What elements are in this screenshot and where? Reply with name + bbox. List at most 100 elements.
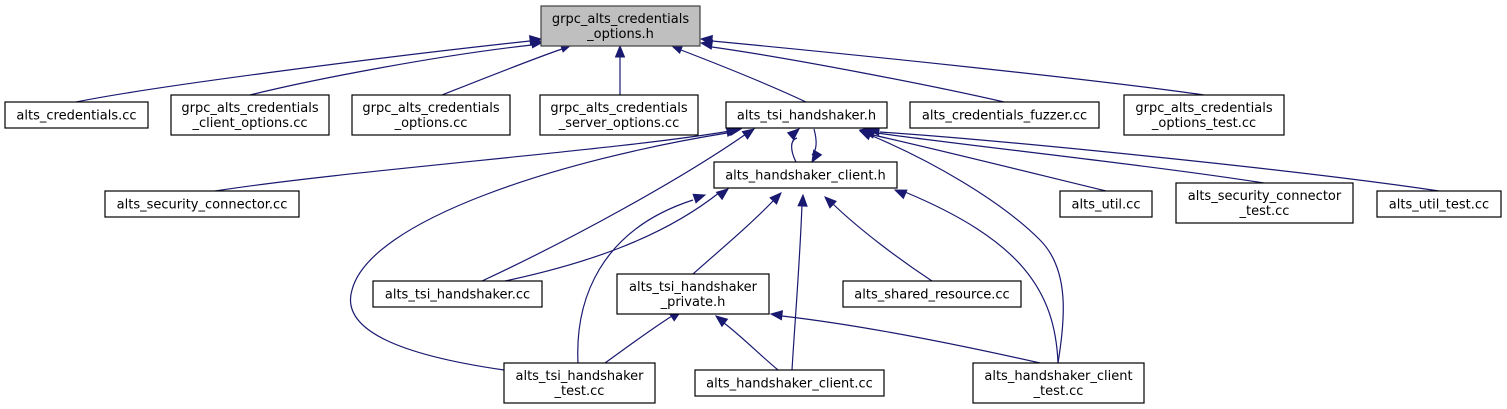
arrowhead-icon: [741, 128, 756, 140]
node-label: _options_test.cc: [1151, 116, 1256, 131]
edge-line: [249, 44, 533, 96]
edge-n_util_test_cc-to-n_tsi_handshaker_h: [866, 125, 1440, 192]
node-label: alts_shared_resource.cc: [854, 288, 1009, 303]
node-box[interactable]: [540, 5, 701, 47]
graph-node[interactable]: alts_tsi_handshaker.cc: [372, 280, 543, 308]
node-box[interactable]: [503, 362, 656, 404]
edge-n_util_cc-to-n_tsi_handshaker_h: [861, 128, 1107, 192]
edge-n_tsi_handshaker_test_cc-to-n_tsi_handshaker_h: [349, 126, 740, 371]
node-box[interactable]: [4, 101, 149, 129]
node-box[interactable]: [351, 94, 511, 136]
edge-n_security_connector_cc-to-n_tsi_handshaker_h: [214, 125, 743, 192]
edge-n_handshaker_client_h-to-n_tsi_handshaker_h: [786, 128, 801, 163]
node-box[interactable]: [616, 273, 770, 315]
node-box[interactable]: [1175, 182, 1354, 224]
node-label: alts_tsi_handshaker.h: [737, 109, 876, 124]
edge-line: [75, 40, 531, 103]
edge-n_tsi_handshaker_cc-to-n_handshaker_client_h: [504, 188, 730, 282]
arrowhead-icon: [811, 149, 823, 164]
arrowhead-icon: [530, 38, 545, 49]
node-box[interactable]: [372, 280, 543, 308]
graph-node[interactable]: alts_shared_resource.cc: [842, 280, 1022, 308]
edge-line: [879, 131, 1440, 192]
graph-node[interactable]: alts_security_connector_test.cc: [1175, 182, 1354, 224]
edge-line: [711, 40, 1205, 96]
node-box[interactable]: [909, 101, 1100, 129]
node-box[interactable]: [694, 369, 885, 397]
edge-line: [481, 133, 747, 282]
edge-line: [214, 130, 731, 192]
node-label: _options.h: [586, 27, 654, 42]
edge-n_tsi_handshaker_cc-to-n_tsi_handshaker_h: [481, 128, 756, 282]
graph-node[interactable]: grpc_alts_credentials_client_options.cc: [170, 94, 330, 136]
node-label: alts_util_test.cc: [1389, 198, 1489, 213]
graph-node[interactable]: alts_handshaker_client.cc: [694, 369, 885, 397]
node-label: grpc_alts_credentials: [362, 101, 499, 116]
edge-line: [441, 48, 563, 96]
edge-n_server_options_cc-to-root: [614, 44, 626, 95]
graph-node[interactable]: alts_tsi_handshaker_private.h: [616, 273, 770, 315]
edge-n_options_test_cc-to-root: [699, 34, 1205, 96]
node-box[interactable]: [1376, 190, 1502, 218]
edge-line: [723, 322, 779, 371]
edge-n_tsi_handshaker_test_cc-to-n_handshaker_client_h: [577, 193, 707, 364]
graph-node[interactable]: alts_security_connector.cc: [104, 190, 300, 218]
node-box[interactable]: [1059, 190, 1153, 218]
edge-line: [869, 134, 1064, 364]
node-box[interactable]: [104, 190, 300, 218]
nodes-layer: grpc_alts_credentials_options.halts_cred…: [4, 5, 1502, 404]
node-label: grpc_alts_credentials: [550, 101, 687, 116]
graph-node[interactable]: grpc_alts_credentials_options_test.cc: [1123, 94, 1285, 136]
node-box[interactable]: [1123, 94, 1285, 136]
node-label: _test.cc: [1239, 204, 1290, 219]
node-label: alts_handshaker_client.h: [725, 169, 886, 184]
arrowhead-icon: [797, 193, 808, 207]
node-label: alts_security_connector: [1188, 189, 1342, 204]
edge-line: [504, 191, 721, 282]
graph-node[interactable]: alts_handshaker_client.h: [713, 161, 898, 189]
root-node[interactable]: grpc_alts_credentials_options.h: [540, 5, 701, 47]
edge-line: [791, 203, 803, 371]
graph-node[interactable]: alts_credentials.cc: [4, 101, 149, 129]
graph-node[interactable]: alts_tsi_handshaker.h: [725, 101, 888, 129]
node-box[interactable]: [972, 362, 1145, 404]
arrowhead-icon: [614, 44, 626, 58]
node-label: _server_options.cc: [558, 116, 679, 131]
arrowhead-icon: [714, 315, 729, 328]
edge-n_client_options_cc-to-root: [249, 38, 545, 96]
edge-n_fuzzer_cc-to-root: [699, 39, 1005, 103]
node-label: alts_handshaker_client: [984, 369, 1132, 384]
edge-n_shared_resource_cc-to-n_handshaker_client_h: [824, 196, 933, 282]
graph-node[interactable]: grpc_alts_credentials_options.cc: [351, 94, 511, 136]
arrowhead-icon: [824, 196, 837, 209]
node-box[interactable]: [170, 94, 330, 136]
edge-n_tsi_handshaker_private_h-to-n_handshaker_client_h: [692, 192, 782, 275]
graph-node[interactable]: grpc_alts_credentials_server_options.cc: [539, 94, 699, 136]
edge-line: [604, 315, 673, 364]
edge-line: [349, 132, 728, 371]
edge-n_handshaker_client_test_cc-to-n_tsi_handshaker_h: [858, 130, 1064, 364]
arrowhead-icon: [769, 310, 784, 321]
node-box[interactable]: [842, 280, 1022, 308]
node-label: alts_tsi_handshaker: [629, 280, 758, 295]
edge-line: [832, 203, 933, 282]
node-label: alts_security_connector.cc: [117, 198, 288, 213]
node-label: _options.cc: [394, 116, 468, 131]
graph-node[interactable]: alts_tsi_handshaker_test.cc: [503, 362, 656, 404]
node-box[interactable]: [539, 94, 699, 136]
edge-n_alts_credentials_cc-to-root: [75, 35, 543, 103]
graph-node[interactable]: alts_credentials_fuzzer.cc: [909, 101, 1100, 129]
graph-node[interactable]: alts_handshaker_client_test.cc: [972, 362, 1145, 404]
edge-n_tsi_handshaker_test_cc-to-n_tsi_handshaker_private_h: [604, 310, 683, 364]
node-label: grpc_alts_credentials: [181, 101, 318, 116]
node-label: _client_options.cc: [191, 116, 307, 131]
edge-line: [869, 131, 1265, 184]
node-box[interactable]: [713, 161, 898, 189]
node-label: grpc_alts_credentials: [1135, 101, 1272, 116]
arrowhead-icon: [715, 188, 730, 201]
node-label: alts_util.cc: [1072, 198, 1141, 213]
node-box[interactable]: [725, 101, 888, 129]
graph-node[interactable]: alts_util_test.cc: [1376, 190, 1502, 218]
graph-node[interactable]: alts_util.cc: [1059, 190, 1153, 218]
